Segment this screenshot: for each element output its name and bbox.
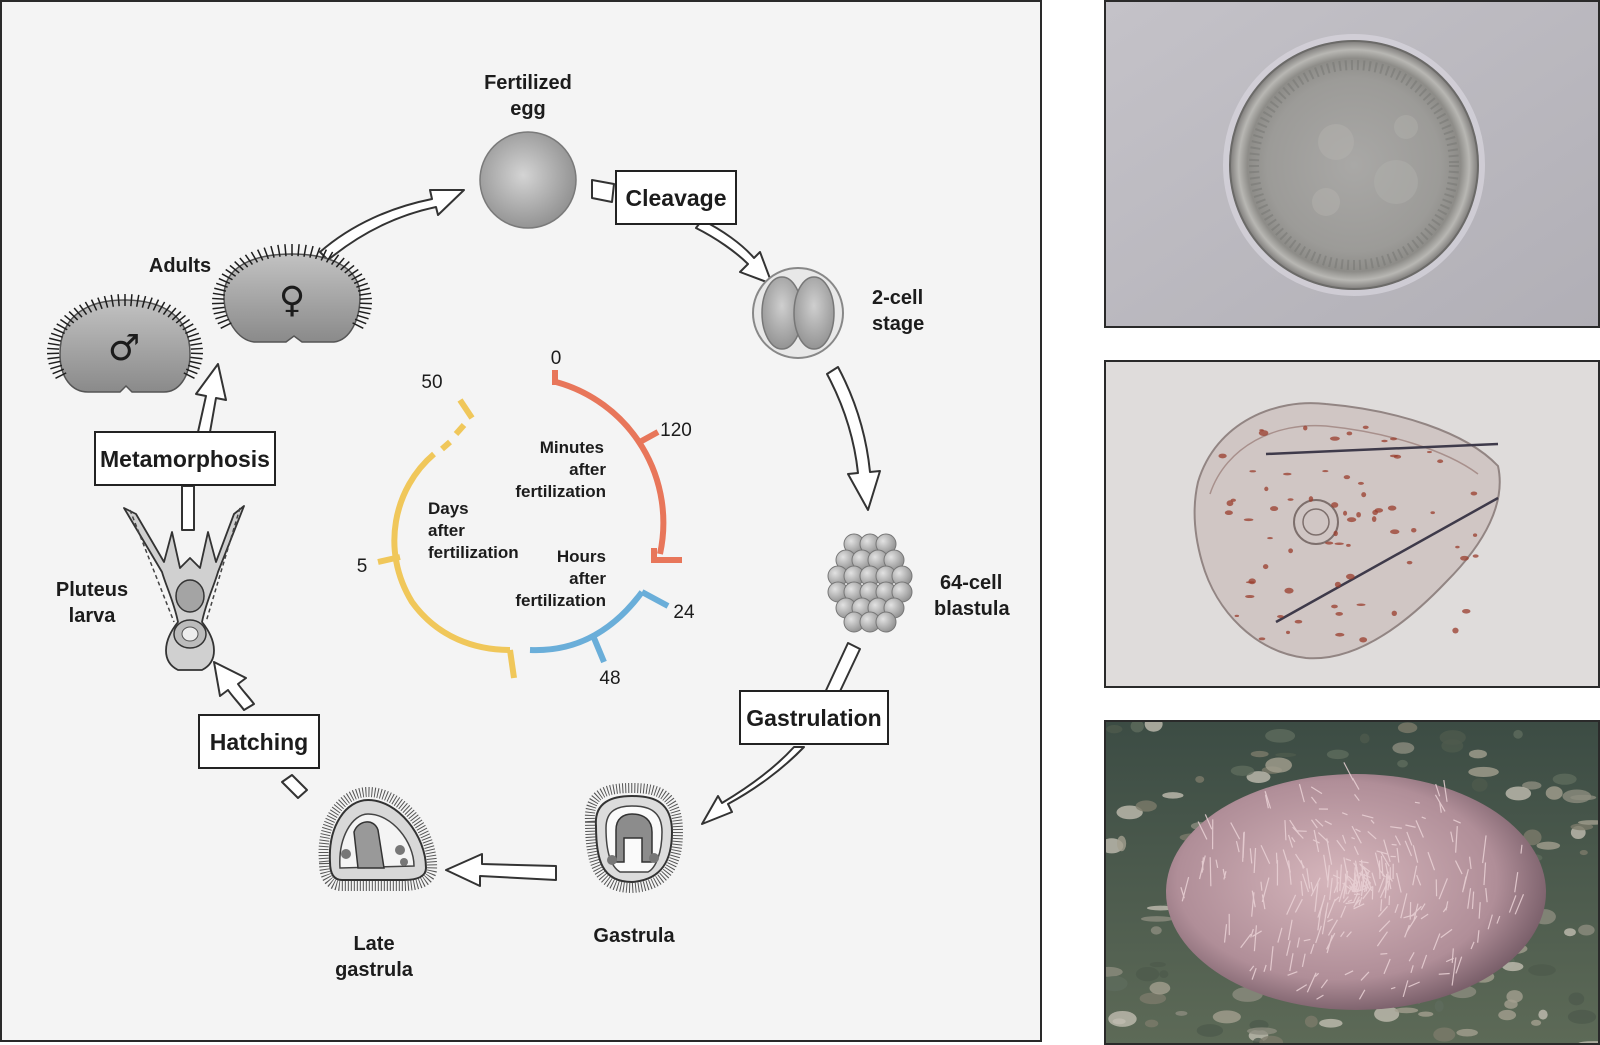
hours-tick-48-label: 48 [599, 668, 620, 689]
fertilized-egg-label-line1: Fertilized [484, 72, 572, 94]
arrow-gastrula-to-late-gastrula [445, 853, 557, 887]
blastula-label-line1: 64-cell [940, 572, 1002, 594]
pluteus-larva [123, 505, 245, 671]
female-symbol: ♀ [279, 280, 305, 321]
late-gastrula-label-line1: Late [353, 933, 394, 955]
hours-label-line2: after [569, 569, 606, 588]
minutes-end-bracket [651, 548, 682, 563]
days-tick-50-label: 50 [421, 372, 442, 393]
gastrula [584, 782, 684, 894]
process-gastrulation: Gastrulation [739, 690, 889, 745]
days-end-bracket [507, 649, 517, 679]
minutes-arc [555, 379, 667, 555]
blastula [827, 533, 913, 633]
minutes-tick-120-label: 120 [660, 420, 692, 441]
hours-tick-48 [591, 636, 607, 664]
minutes-label-line3: fertilization [515, 482, 606, 501]
days-tick-50 [457, 398, 475, 420]
two-cell-embryo [752, 267, 844, 359]
arrow-metamorphosis-to-adult [195, 363, 227, 433]
diagram-canvas: Cleavage Gastrulation Hatching Metamorph… [47, 72, 1010, 981]
arrow-gastrulation-to-gastrula [701, 746, 805, 825]
minutes-label-line2: after [569, 460, 606, 479]
days-label-line1: Days [428, 499, 469, 518]
photo-pluteus-larva [1104, 360, 1600, 688]
minutes-tick-120 [636, 429, 660, 446]
process-metamorphosis: Metamorphosis [94, 431, 276, 486]
life-cycle-diagram: Cleavage Gastrulation Hatching Metamorph… [0, 0, 1042, 1042]
late-gastrula [318, 786, 438, 891]
adult-female: ♀ [212, 244, 372, 343]
days-arc [391, 451, 511, 653]
arrow-two-cell-to-blastula [826, 366, 881, 511]
photo-adult-sea-urchin [1104, 720, 1600, 1045]
days-dash-1 [440, 439, 452, 452]
male-symbol: ♂ [108, 328, 140, 369]
arrow-pluteus-to-metamorphosis [181, 485, 195, 531]
days-label-line2: after [428, 521, 465, 540]
pluteus-label-line1: Pluteus [56, 579, 128, 601]
minutes-label-line1: Minutes [540, 438, 604, 457]
days-dash-2 [453, 423, 467, 436]
two-cell-label-line2: stage [872, 313, 924, 335]
days-tick-5 [377, 554, 401, 565]
cleavage-label: Cleavage [625, 185, 726, 211]
pluteus-label-line2: larva [69, 605, 117, 627]
fertilized-egg-label-line2: egg [510, 98, 546, 120]
photo-fertilized-egg [1104, 0, 1600, 328]
two-cell-label-line1: 2-cell [872, 287, 923, 309]
hours-start-bracket [640, 589, 670, 609]
hatching-label: Hatching [210, 729, 308, 755]
arrow-late-gastrula-to-hatching [281, 774, 308, 799]
timescale: 0 120 Minutes after fertilization 24 48 … [357, 348, 695, 689]
late-gastrula-label-line2: gastrula [335, 959, 414, 981]
hours-label-line3: fertilization [515, 591, 606, 610]
process-hatching: Hatching [198, 714, 320, 769]
gastrulation-label: Gastrulation [746, 705, 881, 731]
hours-arc [529, 590, 645, 654]
days-tick-5-label: 5 [357, 556, 368, 577]
adults-label: Adults [149, 255, 211, 277]
arrow-hatching-to-pluteus [213, 661, 255, 711]
adult-male: ♂ [47, 294, 203, 393]
arrow-adult-to-egg [319, 189, 465, 261]
fertilized-egg [479, 131, 577, 229]
gastrula-label: Gastrula [593, 925, 675, 947]
hours-tick-24-label: 24 [673, 602, 695, 623]
metamorphosis-label: Metamorphosis [100, 446, 270, 472]
days-label-line3: fertilization [428, 543, 519, 562]
process-cleavage: Cleavage [615, 170, 737, 225]
blastula-label-line2: blastula [934, 598, 1010, 620]
hours-label-line1: Hours [557, 547, 606, 566]
minutes-tick-0-label: 0 [551, 348, 562, 369]
